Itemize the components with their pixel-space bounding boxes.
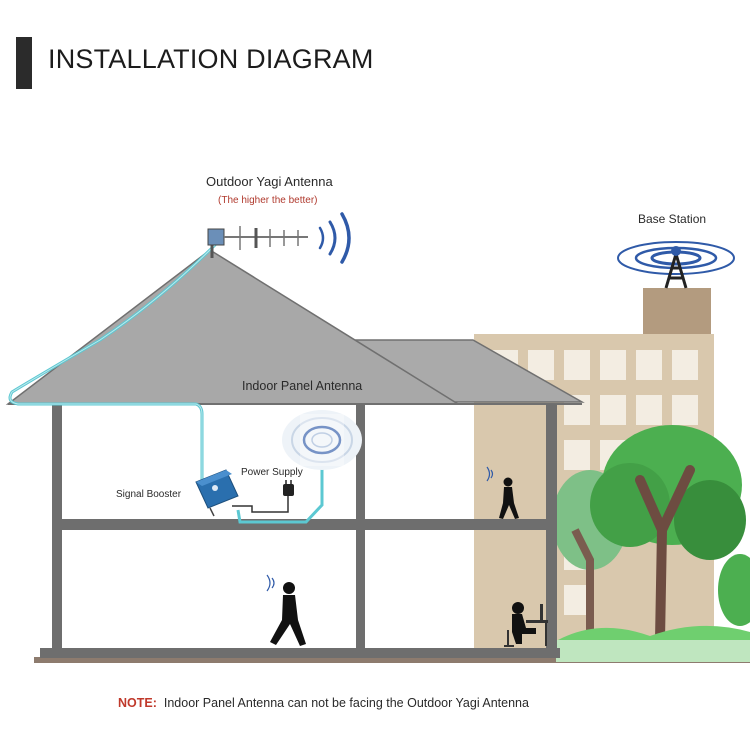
signal-booster-icon bbox=[195, 469, 239, 517]
indoor-panel-antenna-label: Indoor Panel Antenna bbox=[242, 379, 363, 393]
ground-line bbox=[34, 657, 750, 663]
power-supply-label: Power Supply bbox=[241, 467, 303, 478]
panel-antenna-icon bbox=[282, 410, 362, 470]
base-station-label: Base Station bbox=[638, 212, 707, 226]
person-desk-icon bbox=[504, 602, 548, 647]
outdoor-antenna-label: Outdoor Yagi Antenna bbox=[206, 174, 333, 189]
title-accent-bar bbox=[16, 37, 32, 89]
person-phone-icon bbox=[486, 466, 519, 519]
note-text: Indoor Panel Antenna can not be facing t… bbox=[163, 696, 529, 710]
outdoor-antenna-hint: (The higher the better) bbox=[218, 195, 318, 206]
outdoor-signal-waves-icon bbox=[318, 212, 351, 264]
signal-booster-label: Signal Booster bbox=[116, 489, 182, 500]
person-phone-icon bbox=[266, 574, 306, 646]
grass bbox=[556, 640, 750, 662]
page-title: INSTALLATION DIAGRAM bbox=[48, 44, 374, 74]
cell-tower-icon bbox=[617, 241, 735, 289]
house-structure bbox=[40, 404, 560, 658]
yagi-antenna-icon bbox=[207, 226, 308, 258]
power-cable bbox=[232, 494, 289, 513]
coax-cable-indoor bbox=[236, 460, 324, 524]
footer-note: NOTE: Indoor Panel Antenna can not be fa… bbox=[118, 696, 529, 710]
note-key: NOTE bbox=[118, 696, 153, 710]
note-separator: : bbox=[152, 696, 157, 710]
power-plug-icon bbox=[283, 480, 294, 496]
